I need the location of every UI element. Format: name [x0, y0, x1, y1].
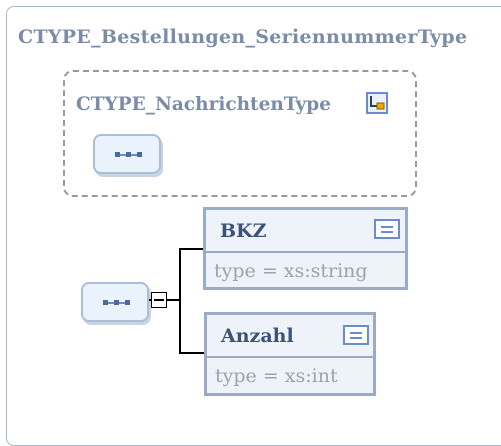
documentation-icon[interactable]: [374, 219, 400, 239]
connector-line: [179, 248, 204, 250]
divider: [207, 356, 373, 358]
type-reference-icon[interactable]: [366, 92, 388, 114]
reference-group-box: [63, 70, 417, 197]
documentation-icon[interactable]: [343, 325, 369, 345]
connector-line: [167, 299, 180, 301]
connector-line: [179, 248, 181, 354]
element-name: BKZ: [220, 220, 267, 242]
reference-group-title: CTYPE_NachrichtenType: [76, 94, 332, 115]
element-type: type = xs:int: [215, 365, 338, 387]
sequence-compositor-icon[interactable]: [93, 134, 161, 174]
connector-line: [149, 299, 152, 301]
sequence-dots-icon: [115, 152, 142, 157]
complex-type-title: CTYPE_Bestellungen_SeriennummerType: [18, 26, 468, 48]
connector-line: [179, 352, 205, 354]
element-name: Anzahl: [221, 325, 294, 347]
divider: [206, 251, 405, 253]
sequence-compositor-icon-2[interactable]: [81, 282, 149, 322]
sequence-dots-icon: [103, 300, 130, 305]
element-type: type = xs:string: [214, 260, 368, 282]
element-box-bkz[interactable]: BKZ type = xs:string: [203, 207, 408, 290]
collapse-toggle-icon[interactable]: [151, 292, 167, 308]
element-box-anzahl[interactable]: Anzahl type = xs:int: [204, 312, 376, 396]
